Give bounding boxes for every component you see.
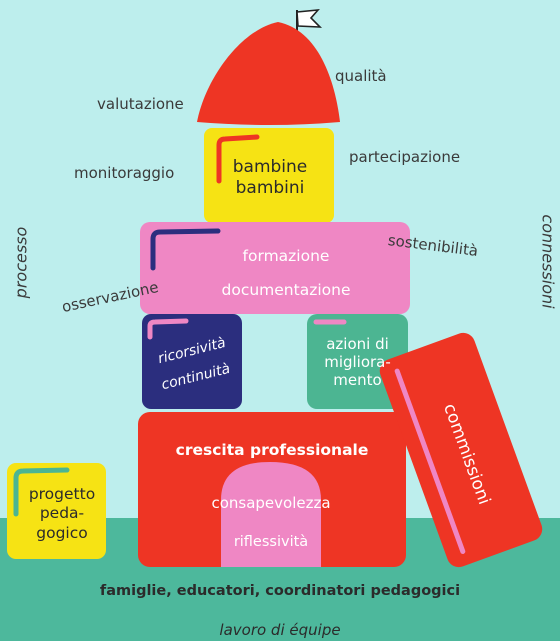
flag-icon — [296, 9, 323, 28]
pink-block-line2: documentazione — [221, 281, 351, 300]
yellow-small-block — [7, 463, 106, 559]
navy-block-accent — [147, 318, 189, 340]
pink-block-text: formazione documentazione — [200, 239, 372, 307]
yellow-small-accent — [13, 467, 70, 517]
top-block-line2: bambini — [235, 178, 305, 199]
pink-block-accent — [150, 228, 221, 271]
label-monitoraggio: monitoraggio — [74, 164, 175, 182]
yellow-small-line3: gogico — [36, 523, 88, 542]
navy-block — [142, 314, 242, 409]
arch-line2: riflessività — [233, 534, 309, 550]
pink-block-line1: formazione — [242, 247, 330, 265]
teal-block — [307, 314, 408, 409]
top-block — [204, 128, 334, 223]
label-connessioni: connessioni — [538, 214, 558, 309]
label-qualita: qualità — [335, 67, 387, 85]
top-block-accent — [216, 134, 260, 184]
roof — [197, 22, 340, 125]
yellow-small-line1: progetto — [28, 485, 96, 503]
label-processo: processo — [11, 226, 31, 299]
yellow-small-text: progetto peda- gogico — [20, 485, 104, 543]
label-valutazione: valutazione — [97, 95, 184, 113]
ground-line1: famiglie, educatori, coordinatori pedago… — [99, 583, 461, 599]
ground-line2: lavoro di équipe — [219, 621, 341, 639]
teal-block-line2: migliora- — [324, 353, 391, 371]
arch-line1: consapevolezza — [211, 494, 331, 512]
yellow-small-line2: peda- — [39, 504, 85, 523]
teal-block-line3: mento — [333, 371, 382, 389]
arch — [221, 462, 321, 567]
teal-block-text: azioni di migliora- mento — [310, 335, 405, 389]
pink-block — [140, 222, 410, 314]
top-block-text: bambine bambini — [214, 157, 326, 200]
leaning-block — [379, 332, 543, 568]
label-partecipazione: partecipazione — [349, 148, 461, 166]
base-block-title: crescita professionale — [175, 441, 369, 459]
top-block-line1: bambine — [232, 157, 308, 177]
teal-block-line1: azioni di — [326, 335, 389, 353]
